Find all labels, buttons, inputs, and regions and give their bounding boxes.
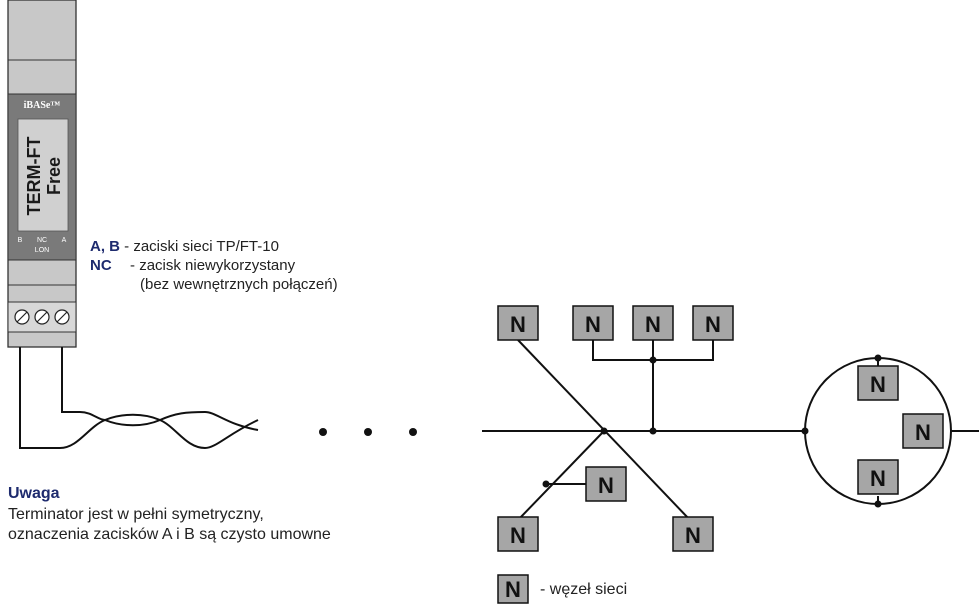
pin-ab-separator: - — [124, 238, 130, 255]
network-node: N — [672, 516, 714, 552]
terminator-device: iBASe™ TERM-FT Free B NC A LON — [7, 0, 77, 348]
node-legend-text: - węzeł sieci — [540, 581, 628, 598]
note-line-1: Terminator jest w pełni symetryczny, — [8, 506, 264, 523]
diagonal-branch-left — [517, 430, 605, 521]
device-model: TERM-FT — [24, 137, 44, 216]
device-pin-a: A — [62, 237, 67, 244]
terminal-screw-nc — [34, 309, 50, 325]
ellipsis-dot — [319, 428, 327, 436]
network-node: N — [857, 459, 899, 495]
svg-text:N: N — [685, 523, 701, 548]
svg-text:N: N — [915, 420, 931, 445]
junction-dot — [801, 427, 809, 435]
network-node: N — [692, 305, 734, 341]
cable-wire-a — [61, 347, 259, 431]
pin-nc-label: NC — [90, 257, 112, 274]
svg-text:N: N — [510, 312, 526, 337]
device-bus: LON — [35, 247, 49, 254]
junction-dot — [542, 480, 550, 488]
note-line-2: oznaczenia zacisków A i B są czysto umow… — [8, 526, 331, 543]
network-node: N — [902, 413, 944, 449]
terminal-screw-a — [54, 309, 70, 325]
svg-text:N: N — [870, 466, 886, 491]
device-variant: Free — [44, 157, 64, 195]
svg-text:N: N — [870, 372, 886, 397]
network-node: N — [497, 305, 539, 341]
junction-dot — [600, 427, 608, 435]
note-title: Uwaga — [8, 485, 60, 502]
svg-text:N: N — [585, 312, 601, 337]
pin-legend-nc: NC - zacisk niewykorzystany — [90, 257, 295, 274]
pin-ab-label: A, B — [90, 238, 120, 255]
svg-text:N: N — [645, 312, 661, 337]
continuation-dots — [319, 428, 417, 436]
svg-text:N: N — [505, 577, 521, 602]
ellipsis-dot — [409, 428, 417, 436]
ellipsis-dot — [364, 428, 372, 436]
network-node: N — [857, 365, 899, 401]
network-node: N — [585, 466, 627, 502]
junction-dot — [874, 500, 882, 508]
network-node: N — [632, 305, 674, 341]
cable-wire-b — [19, 347, 259, 450]
pin-nc-description: zacisk niewykorzystany — [139, 257, 296, 274]
svg-text:N: N — [510, 523, 526, 548]
junction-dots — [542, 354, 882, 508]
device-pin-nc: NC — [37, 237, 47, 244]
network-node: N — [572, 305, 614, 341]
twisted-pair-cable — [19, 347, 259, 450]
terminal-screw-b — [14, 309, 30, 325]
legend-node-symbol: N — [497, 574, 529, 604]
network-node: N — [497, 516, 539, 552]
pin-nc-separator: - — [130, 257, 136, 274]
junction-dot — [649, 356, 657, 364]
pin-legend-ab: A, B - zaciski sieci TP/FT-10 — [90, 238, 279, 255]
device-brand: iBASe™ — [24, 100, 61, 111]
device-pin-b: B — [18, 237, 23, 244]
junction-dot — [874, 354, 882, 362]
svg-text:N: N — [598, 473, 614, 498]
pin-nc-note: (bez wewnętrznych połączeń) — [140, 276, 338, 293]
device-label-window — [17, 118, 69, 232]
svg-text:N: N — [705, 312, 721, 337]
junction-dot — [649, 427, 657, 435]
pin-ab-description: zaciski sieci TP/FT-10 — [133, 238, 279, 255]
